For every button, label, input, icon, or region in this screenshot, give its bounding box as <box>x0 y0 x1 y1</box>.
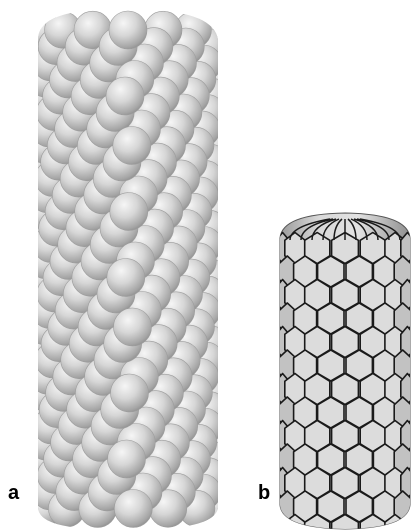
panel-label-b: b <box>258 483 270 503</box>
sphere <box>106 77 144 115</box>
hexagon-facet-grid <box>276 233 413 531</box>
sphere <box>114 490 152 528</box>
sphere <box>107 259 145 297</box>
sphere <box>109 11 147 49</box>
sphere <box>113 127 151 165</box>
sphere-cylinder-model <box>19 11 237 528</box>
faceted-cylinder-model <box>276 213 413 531</box>
sphere <box>108 440 146 478</box>
sphere <box>114 308 152 346</box>
sphere <box>111 374 149 412</box>
sphere <box>110 193 148 231</box>
panel-label-a: a <box>8 483 19 503</box>
